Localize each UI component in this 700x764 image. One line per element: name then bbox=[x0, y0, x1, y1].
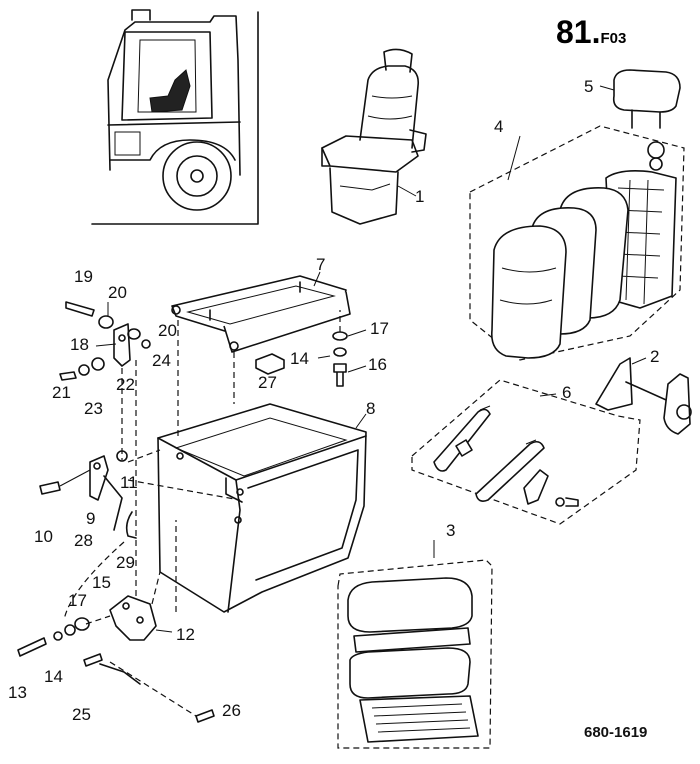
backrest-group-outline bbox=[469, 125, 685, 361]
lever-parts bbox=[39, 450, 137, 539]
seat-cushion-parts bbox=[347, 577, 479, 743]
page-number-heading: 81.F03 bbox=[556, 14, 626, 51]
callout-26: 26 bbox=[222, 701, 241, 720]
callout-9: 9 bbox=[86, 509, 96, 528]
callout-19: 19 bbox=[74, 267, 93, 286]
callout-17-lower: 17 bbox=[68, 591, 87, 610]
callout-24: 24 bbox=[152, 351, 171, 370]
callout-6: 6 bbox=[562, 383, 572, 402]
truck-cab-inset bbox=[91, 9, 259, 225]
callout-7: 7 bbox=[316, 255, 326, 274]
seat-assembly bbox=[321, 48, 427, 225]
callout-4: 4 bbox=[494, 117, 504, 136]
seat-base-box-part bbox=[157, 403, 367, 613]
callout-2: 2 bbox=[650, 347, 660, 366]
callout-18: 18 bbox=[70, 335, 89, 354]
callout-11: 11 bbox=[120, 473, 138, 492]
callout-12: 12 bbox=[176, 625, 195, 644]
headrest-part bbox=[612, 69, 681, 129]
seat-bracket-part bbox=[595, 357, 692, 435]
seat-cushion-group-outline bbox=[337, 559, 493, 749]
callout-27: 27 bbox=[258, 373, 277, 392]
callout-21: 21 bbox=[52, 383, 71, 402]
callout-5: 5 bbox=[584, 77, 594, 96]
callout-20-upper: 20 bbox=[108, 283, 127, 302]
mounting-frame-part bbox=[171, 275, 351, 353]
hinge-bracket-parts bbox=[59, 301, 151, 381]
page-number: 81. bbox=[556, 14, 601, 50]
rubber-pad-part bbox=[255, 353, 285, 375]
callout-20-lower: 20 bbox=[158, 321, 177, 340]
callout-16: 16 bbox=[368, 355, 387, 374]
drawing-number: 680-1619 bbox=[584, 724, 648, 741]
lower-bracket-parts bbox=[17, 595, 215, 723]
callout-28: 28 bbox=[74, 531, 93, 550]
callout-10: 10 bbox=[34, 527, 53, 546]
callout-13: 13 bbox=[8, 683, 27, 702]
callout-22: 22 bbox=[116, 375, 135, 394]
section-code: F03 bbox=[600, 30, 627, 47]
callout-15: 15 bbox=[92, 573, 111, 592]
callout-17-upper: 17 bbox=[370, 319, 389, 338]
callout-25: 25 bbox=[72, 705, 91, 724]
callout-29: 29 bbox=[116, 553, 135, 572]
callout-8: 8 bbox=[366, 399, 376, 418]
backrest-cushions bbox=[490, 141, 677, 359]
callout-1: 1 bbox=[415, 187, 425, 206]
armrest-parts bbox=[433, 405, 579, 507]
callout-14-upper: 14 bbox=[290, 349, 309, 368]
callout-23: 23 bbox=[84, 399, 103, 418]
callout-14-lower: 14 bbox=[44, 667, 63, 686]
callout-3: 3 bbox=[446, 521, 456, 540]
